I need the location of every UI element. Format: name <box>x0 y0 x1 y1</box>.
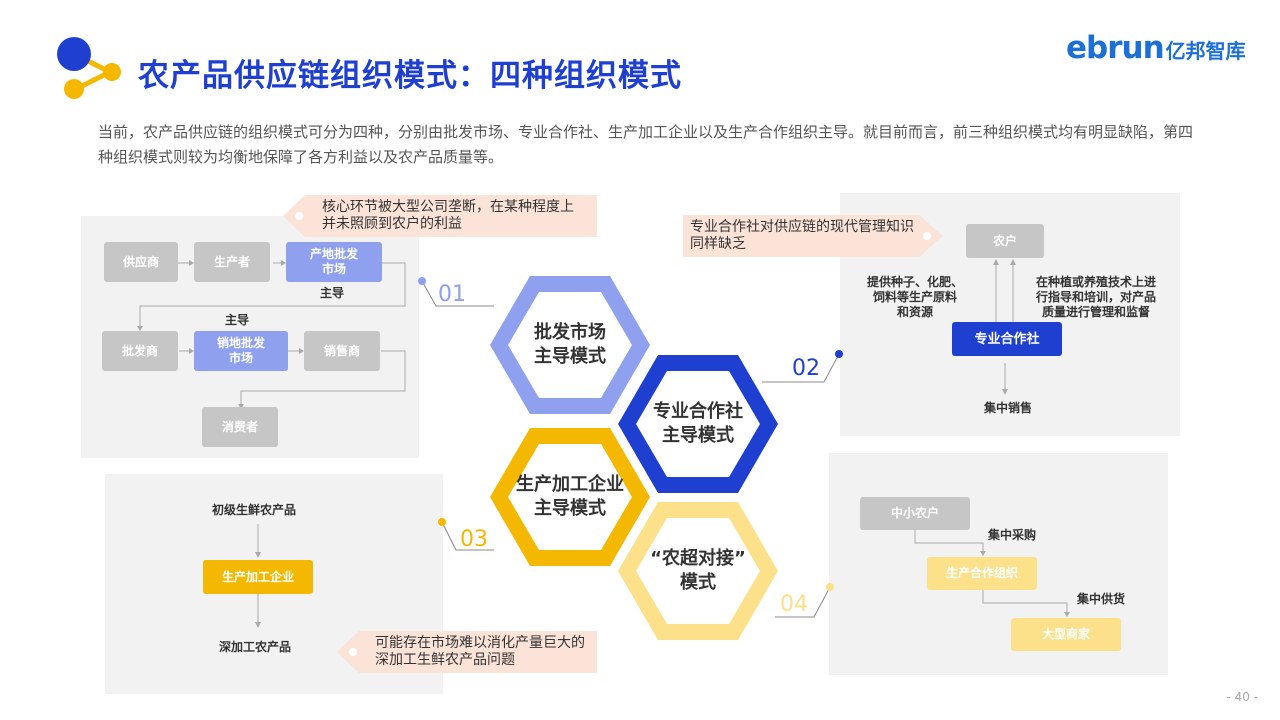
page-title: 农产品供应链组织模式：四种组织模式 <box>138 58 682 94</box>
central-supply-label: 集中供货 <box>1077 592 1126 606</box>
panel1-connectors <box>137 260 406 409</box>
cooperative-guidance-note: 在种植或养殖技术上进 行指导和培训，对产品 质量进行管理和监督 <box>1035 275 1156 319</box>
leader-line-03 <box>441 521 494 551</box>
leader-dot-01 <box>418 277 426 285</box>
callout1-shape <box>283 195 597 237</box>
hexagon-farm-supermarket-inner <box>636 518 760 624</box>
page-number: - 40 - <box>1226 690 1258 704</box>
mode-number-02: 02 <box>792 356 820 381</box>
cooperative-box: 专业合作社 <box>952 322 1062 356</box>
hexagon-cooperative-inner <box>636 371 760 477</box>
molecule-icon <box>57 37 121 99</box>
hexagon-wholesale-inner <box>508 292 632 398</box>
hexagon-processing-inner <box>508 444 632 550</box>
callout1-text: 核心环节被大型公司垄断，在某种程度上并未照顾到农户的利益 <box>322 199 574 232</box>
central-sales-label: 集中销售 <box>984 401 1033 415</box>
logo-cn-text: 亿邦智库 <box>1165 39 1246 63</box>
processing-enterprise-box: 生产加工企业 <box>203 560 313 594</box>
farmer-box: 农户 <box>966 224 1044 258</box>
cooperative-input-note: 提供种子、化肥、 饲料等生产原料 和资源 <box>866 275 963 319</box>
lead-label-2: 主导 <box>225 313 250 327</box>
sales-market-box: 销地批发 市场 <box>194 331 288 371</box>
hexagon-processing-label: 生产加工企业 主导模式 <box>516 474 624 519</box>
leader-dot-02 <box>835 350 843 358</box>
production-org-box: 生产合作组织 <box>927 557 1037 590</box>
consumer-box: 消费者 <box>202 407 278 447</box>
panel3-connectors <box>255 524 261 628</box>
origin-market-box: 产地批发 市场 <box>286 242 382 282</box>
small-farmer-box: 中小农户 <box>860 497 970 530</box>
panel4-connectors <box>914 529 1070 617</box>
lead-label-1: 主导 <box>320 286 345 300</box>
logo-text: ebrun <box>1066 30 1165 66</box>
producer-box: 生产者 <box>194 242 270 282</box>
callout3-shape <box>337 631 597 673</box>
callout3-text: 可能存在市场难以消化产量巨大的深加工生鲜农产品问题 <box>375 635 585 668</box>
deep-processed-label: 深加工农产品 <box>219 640 292 654</box>
supplier-box: 供应商 <box>104 242 178 282</box>
central-purchase-label: 集中采购 <box>988 528 1037 542</box>
intro-paragraph: 当前，农产品供应链的组织模式可分为四种，分别由批发市场、专业合作社、生产加工企业… <box>98 123 1194 166</box>
leader-dot-04 <box>826 583 834 591</box>
wholesaler-box: 批发商 <box>102 331 178 371</box>
panel2-connectors <box>993 259 1016 395</box>
retailer-box: 销售商 <box>304 331 380 371</box>
primary-produce-label: 初级生鲜农产品 <box>212 503 297 517</box>
leader-line-04 <box>775 586 831 618</box>
mode-number-04: 04 <box>780 592 808 617</box>
leader-line-01 <box>421 280 494 307</box>
callout2-text: 专业合作社对供应链的现代管理知识同样缺乏 <box>690 219 914 252</box>
callout2-shape <box>683 215 943 257</box>
hexagon-farm-supermarket-label: “农超对接” 模式 <box>650 548 746 593</box>
hexagon-wholesale-label: 批发市场 主导模式 <box>534 322 606 367</box>
hexagon-cooperative-label: 专业合作社 主导模式 <box>653 401 743 446</box>
leader-dot-03 <box>438 518 446 526</box>
large-merchant-box: 大型商家 <box>1011 618 1121 651</box>
leader-line-02 <box>762 353 840 383</box>
mode-number-01: 01 <box>438 282 466 307</box>
mode-number-03: 03 <box>460 527 488 552</box>
